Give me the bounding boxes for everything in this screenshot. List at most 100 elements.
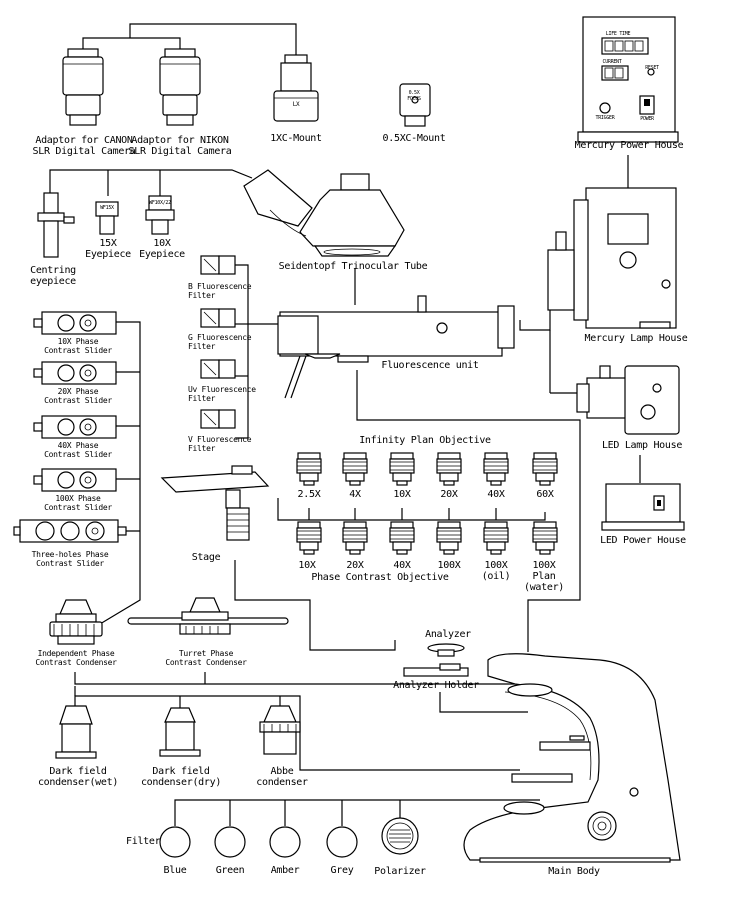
filter-blue-label: Blue [163,865,187,876]
infinity-objective-lens-5 [483,452,509,486]
infinity-objective-lens-3 [389,452,415,486]
eyepiece-15x-tag: WF15X [100,205,114,211]
filter-grey-label: Grey [330,865,354,876]
filter-b-label: B Fluorescence Filter [188,282,252,300]
c-mount-05x-drawing [399,83,431,127]
canon-adaptor-label: Adaptor for CANON SLR Digital Camera [32,135,136,157]
independent-condenser-label: Independent Phase Contrast Condenser [35,649,117,667]
eyepiece-15x-drawing [95,201,119,235]
stage-drawing [160,465,270,541]
fluorescence-unit-drawing [277,295,515,399]
abbe-condenser-label: Abbe condenser [256,766,308,788]
phase-objective-100x: 100X [437,560,461,571]
phase-objective-20x: 20X [346,560,364,571]
mercury-lamp-house-label: Mercury Lamp House [584,333,688,344]
infinity-objective-4x: 4X [349,489,361,500]
phase-slider-100x-label: 100X Phase Contrast Slider [44,494,112,512]
dark-field-condenser-wet-drawing [55,705,97,759]
trinocular-tube-label: Seidentopf Trinocular Tube [278,261,428,272]
phase-objective-lens-2 [342,521,368,555]
main-body-label: Main Body [548,866,600,877]
led-lamp-house-drawing [576,365,680,435]
c-mount-lx-text: LX [292,101,300,108]
infinity-objective-lens-2 [342,452,368,486]
phase-objective-10x: 10X [298,560,316,571]
phase-objective-100x-plan-water: 100X Plan (water) [523,560,565,593]
turret-condenser-drawing [127,597,289,635]
filter-discs [159,817,419,858]
eyepiece-15x-label: 15X Eyepiece [85,238,131,260]
phase-objective-lens-3 [389,521,415,555]
dark-field-condenser-dry-drawing [159,707,201,757]
fluorescence-unit-label: Fluorescence unit [381,360,479,371]
centring-eyepiece-label: Centring eyepiece [30,265,76,287]
infinity-objective-lens-6 [532,452,558,486]
phase-objectives-drawing [296,521,558,555]
mercury-trigger-text: TRIGGER [595,115,615,121]
filter-amber-label: Amber [270,865,300,876]
abbe-condenser-drawing [259,705,301,755]
trinocular-tube-drawing [243,169,405,257]
polarizer-label: Polarizer [374,866,426,877]
turret-condenser-label: Turret Phase Contrast Condenser [165,649,247,667]
c-mount-05x-label: 0.5XC-Mount [382,133,446,144]
led-power-house-drawing [601,483,685,531]
mercury-power-house-drawing [577,16,679,143]
phase-objective-lens-4 [436,521,462,555]
three-holes-slider-label: Three-holes Phase Contrast Slider [31,550,109,568]
infinity-objectives-drawing [296,452,558,486]
nikon-adaptor-label: Adaptor for NIKON SLR Digital Camera [128,135,232,157]
filter-v-label: V Fluorescence Filter [188,435,252,453]
connector-lines [49,23,641,826]
c-mount-1x-label: 1XC-Mount [270,133,322,144]
infinity-objective-10x: 10X [393,489,411,500]
analyzer-holder-label: Analyzer Holder [393,680,479,691]
canon-adaptor-drawing [62,48,104,126]
independent-phase-condenser-drawing [49,599,103,645]
mercury-current-text: CURRENT [602,59,622,65]
phase-slider-40x-label: 40X Phase Contrast Slider [44,441,112,459]
infinity-objective-lens-4 [436,452,462,486]
mercury-lifetime-text: LIFE TIME [605,31,631,37]
phase-objective-100x-oil: 100X (oil) [481,560,511,582]
centring-eyepiece-drawing [37,192,75,258]
eyepiece-10x-tag: WF10X/22 [149,200,171,206]
infinity-objective-title: Infinity Plan Objective [359,435,491,446]
c-mount-05x-knob-text: 0.5X FOCUS [407,90,421,102]
dark-field-wet-label: Dark field condenser(wet) [37,766,119,788]
main-body-drawing [463,653,681,863]
filter-g-label: G Fluorescence Filter [188,333,252,351]
eyepiece-10x-label: 10X Eyepiece [139,238,185,260]
filter-green-label: Green [215,865,245,876]
phase-contrast-sliders [13,311,127,543]
infinity-objective-60x: 60X [536,489,554,500]
c-mount-1x-drawing [273,54,319,122]
eyepiece-10x-drawing [145,195,175,235]
mercury-lamp-house-drawing [547,187,677,329]
phase-slider-20x-label: 20X Phase Contrast Slider [44,387,112,405]
phase-objective-lens-5 [483,521,509,555]
phase-objective-title: Phase Contrast Objective [311,572,449,583]
fluorescence-filter-cubes [200,255,236,429]
infinity-objective-lens-1 [296,452,322,486]
phase-slider-10x-label: 10X Phase Contrast Slider [44,337,112,355]
infinity-objective-2-5x: 2.5X [297,489,321,500]
phase-objective-lens-1 [296,521,322,555]
led-power-house-label: LED Power House [600,535,686,546]
mercury-reset-text: RESET [645,65,659,71]
phase-objective-lens-6 [532,521,558,555]
filter-heading: Filter [126,836,161,847]
analyzer-drawing [403,643,469,677]
phase-objective-40x: 40X [393,560,411,571]
mercury-power-text: POWER [640,116,654,122]
analyzer-label: Analyzer [425,629,471,640]
infinity-objective-40x: 40X [487,489,505,500]
infinity-objective-20x: 20X [440,489,458,500]
dark-field-dry-label: Dark field condenser(dry) [140,766,222,788]
led-lamp-house-label: LED Lamp House [601,440,683,451]
nikon-adaptor-drawing [159,48,201,126]
mercury-power-house-label: Mercury Power House [574,140,684,151]
filter-uv-label: Uv Fluorescence Filter [188,385,256,403]
stage-label: Stage [191,552,221,563]
